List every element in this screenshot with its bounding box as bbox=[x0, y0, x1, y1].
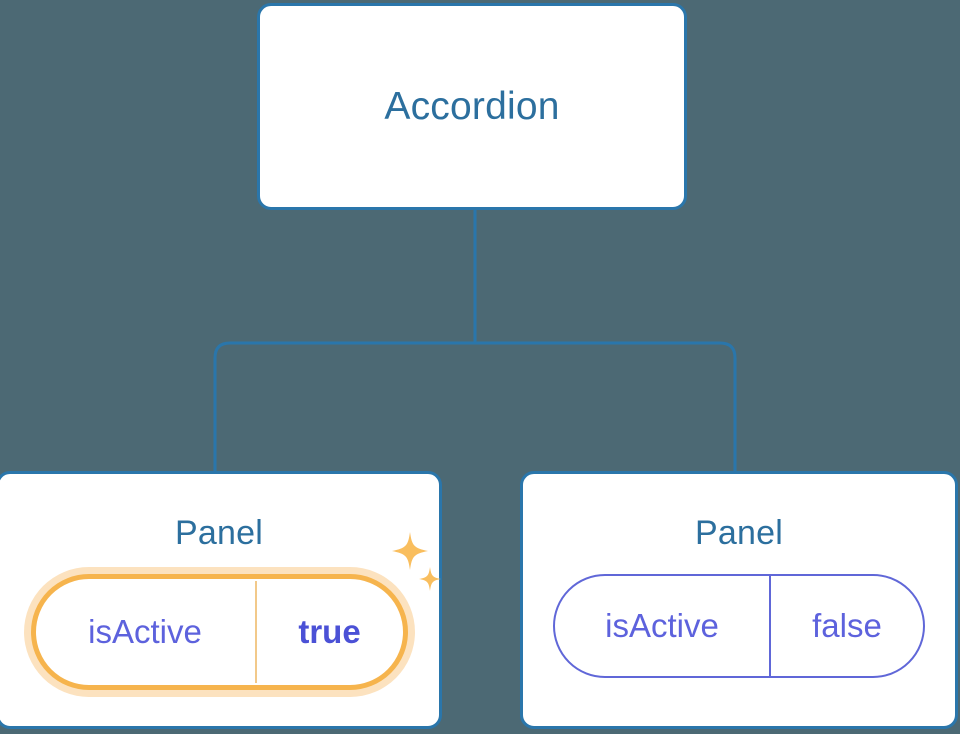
prop-key: isActive bbox=[605, 607, 719, 644]
prop-divider bbox=[769, 576, 771, 676]
node-panel-active[interactable]: Panel isActive true bbox=[0, 471, 442, 729]
node-title: Accordion bbox=[384, 84, 560, 128]
node-accordion[interactable]: Accordion bbox=[257, 3, 687, 210]
sparkle-small-icon bbox=[418, 567, 441, 591]
prop-key: isActive bbox=[88, 613, 202, 650]
prop-pill-isactive-false[interactable]: isActive false bbox=[553, 574, 925, 678]
prop-value: true bbox=[298, 613, 361, 650]
prop-pill-wrapper: isActive true bbox=[30, 532, 441, 690]
prop-value: false bbox=[812, 607, 882, 644]
prop-pill-isactive-true[interactable]: isActive true bbox=[30, 574, 408, 690]
prop-pill-wrapper: isActive false bbox=[553, 574, 925, 678]
prop-divider bbox=[254, 581, 257, 683]
node-panel-inactive[interactable]: Panel isActive false bbox=[520, 471, 958, 729]
connector-branch-bus bbox=[213, 341, 737, 471]
sparkle-large-icon bbox=[391, 532, 428, 570]
node-title: Panel bbox=[175, 514, 263, 552]
node-title: Panel bbox=[695, 514, 783, 552]
